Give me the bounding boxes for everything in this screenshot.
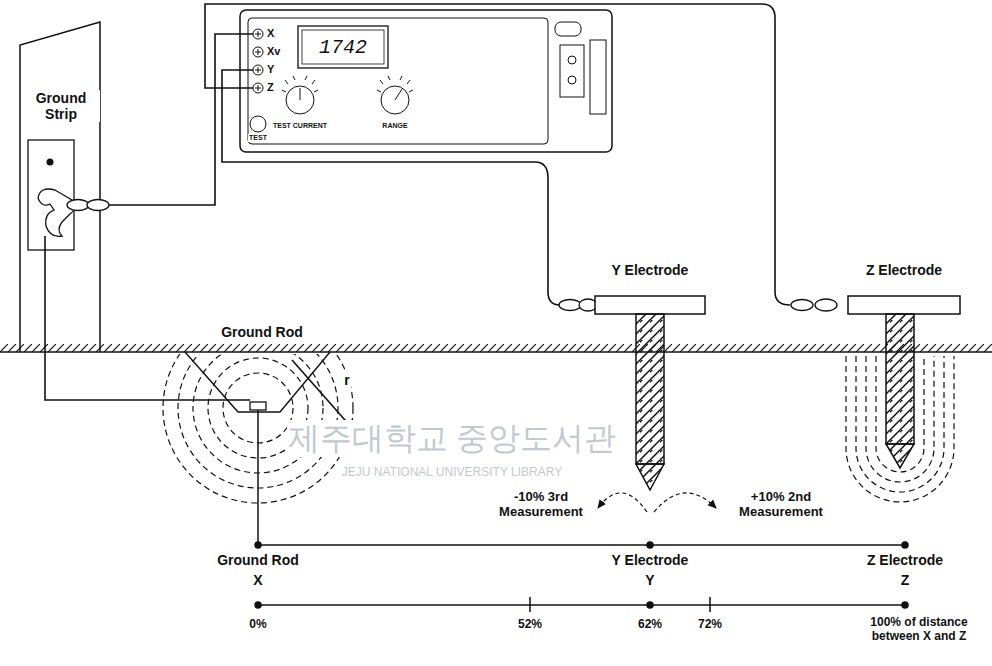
watermark: JEJU NATIONAL UNIVERSITY LIBRARY xyxy=(341,466,563,480)
axis-label: Y Electrode xyxy=(611,552,690,568)
knob-label: TEST CURRENT xyxy=(272,122,328,130)
terminal-label: X xyxy=(266,27,275,40)
measurement-note: -10% 3rd Measurement xyxy=(490,490,592,520)
radius-label: r xyxy=(343,372,350,388)
axis-label: Z xyxy=(900,572,911,588)
part-label: Ground Rod xyxy=(220,324,304,340)
measurement-note: +10% 2nd Measurement xyxy=(730,490,832,520)
part-label: Ground Strip xyxy=(22,90,100,122)
knob-label: RANGE xyxy=(381,122,408,130)
terminal-label: Z xyxy=(266,81,275,94)
percent-label: 0% xyxy=(248,618,267,632)
button-label: TEST xyxy=(248,134,268,142)
part-label: Y Electrode xyxy=(611,262,690,278)
axis-label: Ground Rod xyxy=(216,552,300,568)
axis-label: Y xyxy=(644,572,655,588)
percent-label: 72% xyxy=(697,618,723,632)
watermark: 제주대학교 중앙도서관 xyxy=(287,420,618,457)
part-label: Z Electrode xyxy=(865,262,943,278)
axis-label: X xyxy=(252,572,263,588)
percent-label: 62% xyxy=(637,618,663,632)
terminal-label: Y xyxy=(266,63,275,76)
percent-label: 52% xyxy=(517,618,543,632)
terminal-label: Xv xyxy=(266,45,281,58)
display-reading: 1742 xyxy=(318,36,368,59)
axis-label: Z Electrode xyxy=(866,552,944,568)
percent-label: 100% of distance between X and Z xyxy=(853,616,985,644)
